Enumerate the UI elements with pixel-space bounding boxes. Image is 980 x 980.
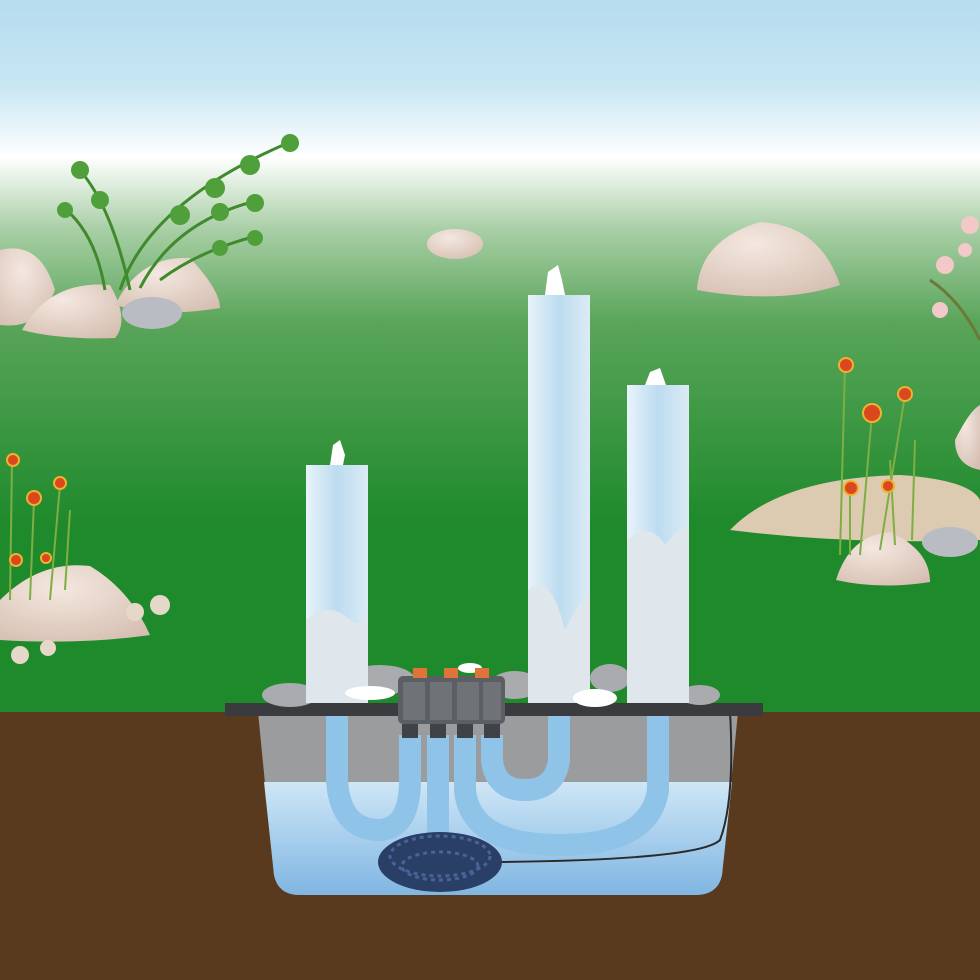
pebble	[11, 646, 29, 664]
hose-center	[481, 700, 570, 802]
flower	[862, 403, 882, 423]
rock	[122, 297, 182, 329]
rock	[836, 532, 930, 586]
rock	[0, 565, 150, 642]
rock	[922, 527, 978, 557]
flower	[897, 386, 913, 402]
flower	[838, 357, 854, 373]
power-cable	[494, 711, 733, 863]
flower	[26, 490, 42, 506]
rocks	[0, 222, 980, 664]
nozzle	[475, 668, 489, 678]
nozzle	[444, 668, 458, 678]
sky-and-lawn	[0, 0, 980, 715]
rock	[22, 284, 122, 339]
water-spout	[645, 368, 666, 385]
pump	[378, 832, 502, 892]
flower	[6, 453, 20, 467]
blossom-branch	[929, 216, 980, 341]
hoses	[326, 700, 669, 857]
flower	[843, 480, 859, 496]
rock	[955, 405, 980, 470]
flower	[9, 553, 23, 567]
splash	[345, 663, 617, 707]
flowers	[6, 357, 913, 567]
flower	[40, 552, 52, 564]
hose-left	[326, 700, 421, 842]
nozzle	[413, 668, 427, 678]
hose-right	[454, 700, 669, 857]
pebble	[40, 640, 56, 656]
reed-plants	[9, 364, 916, 601]
fern-leaves	[57, 134, 299, 256]
rock	[730, 475, 980, 542]
flow-distributor	[398, 668, 505, 738]
pebble	[150, 595, 170, 615]
water-columns	[306, 265, 689, 707]
rock	[427, 229, 483, 259]
water-spout	[545, 265, 565, 295]
flower	[53, 476, 67, 490]
water-spout	[330, 440, 345, 465]
rock	[697, 222, 840, 297]
pebble	[126, 603, 144, 621]
flower	[881, 479, 895, 493]
